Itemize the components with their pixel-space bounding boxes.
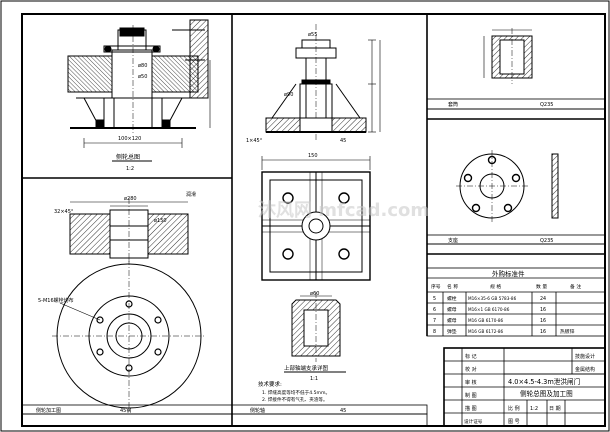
assembly-dim-80: ø80 — [138, 63, 147, 69]
watermark: 沐风网 mfcad.com — [258, 199, 429, 221]
part-row-bush: 套筒 — [448, 101, 458, 108]
detail-dim-60: ø60 — [310, 291, 319, 297]
purchased-parts-cell: M16×35-6 GB 5783-86 — [468, 296, 517, 301]
date-label: 日 期 — [549, 406, 561, 412]
purchased-parts-col-spec: 规 格 — [490, 283, 501, 290]
part-row-shaft-material: 45 — [340, 408, 346, 414]
purchased-parts-col-name: 名 称 — [447, 283, 458, 290]
purchased-parts-header: 外购标准件 — [492, 269, 525, 278]
purchased-parts-rows: 5 螺栓 M16×35-6 GB 5783-86 24 6 螺母 M16×1 GB 6170… — [433, 295, 575, 335]
purchased-parts-cell: 16 — [540, 329, 546, 335]
title-left-5: 描 图 — [465, 405, 477, 412]
purchased-parts-cell: 热镀锌 — [560, 328, 575, 335]
purchased-parts-cell: 螺栓 — [447, 295, 457, 302]
tech-requirement-2: 2. 焊接件不得有气孔、夹渣等。 — [262, 396, 328, 403]
title-right-1: 技施设计 — [575, 353, 595, 360]
part-row-wheel-material: 45钢 — [120, 407, 131, 414]
purchased-parts-cell: 24 — [540, 296, 546, 302]
part-row-bush-material: Q235 — [540, 102, 553, 108]
purchased-parts-col-no: 序号 — [431, 283, 441, 290]
purchased-parts-header-row: 序号 名 称 规 格 数 量 备 注 — [431, 283, 581, 290]
part-row-support-material: Q235 — [540, 238, 553, 244]
wheel-dim-150: ø150 — [154, 218, 167, 224]
assembly-dim-50: ø50 — [138, 74, 147, 80]
wheel-dim-280: ø280 — [124, 196, 137, 202]
wheel-bolt-holes — [96, 300, 162, 372]
shaft-support-view — [265, 24, 381, 142]
title-right-2: 金属结构 — [575, 366, 595, 373]
purchased-parts-cell: 16 — [540, 307, 546, 313]
tech-requirement-1: 1. 焊缝高度等均不低于4.5mm。 — [262, 389, 330, 396]
purchased-parts-cell: 5 — [433, 296, 436, 302]
part-row-shaft: 侧轮轴 — [250, 407, 265, 414]
purchased-parts-cell: M16 GB 6170-86 — [468, 318, 504, 323]
drawing-title-line-1: 4.0×4.5-4.3m泄洪闸门 — [508, 377, 580, 386]
purchased-parts-cell: 螺母 — [447, 317, 457, 324]
base-plate-dim-150: 150 — [308, 153, 318, 159]
purchased-parts-cell: 6 — [433, 307, 436, 313]
detail-scale: 1:1 — [310, 376, 318, 382]
title-left-1: 标 记 — [465, 353, 477, 360]
wheel-dim-chamfer: 32×45° — [54, 209, 74, 215]
wheel-hole-leader — [59, 302, 101, 321]
title-left-6: 设计证号 — [464, 418, 483, 425]
base-plate-view — [261, 156, 371, 281]
detail-title: 上部轴端支承详图 — [284, 364, 329, 372]
shaft-dim-90: ø90 — [284, 92, 293, 98]
part-row-wheel: 侧轮加工图 — [36, 407, 61, 414]
purchased-parts-col-note: 备 注 — [570, 283, 581, 290]
drawing-no-label: 图 号 — [508, 419, 520, 425]
part-row-support: 支座 — [448, 237, 458, 244]
purchased-parts-cell: M16×1 GB 6170-86 — [468, 307, 510, 312]
bush-view — [483, 28, 533, 84]
assembly-view — [67, 19, 211, 148]
washer-view — [456, 150, 559, 222]
purchased-parts-cell: 8 — [433, 329, 436, 335]
upper-end-detail — [291, 292, 341, 362]
scale-value: 1:2 — [530, 406, 538, 412]
wheel-hole-note: 5-M16螺栓均布 — [38, 297, 74, 304]
assembly-dim-width: 100×120 — [118, 136, 141, 142]
purchased-parts-cell: 螺母 — [447, 306, 457, 313]
wheel-lubricate: 润滑 — [186, 191, 196, 198]
purchased-parts-cell: 7 — [433, 318, 436, 324]
scale-label: 比 例 — [508, 405, 520, 412]
assembly-scale: 1:2 — [126, 166, 134, 172]
title-left-2: 校 对 — [465, 366, 477, 373]
purchased-parts-cell: 16 — [540, 318, 546, 324]
purchased-parts-table — [426, 267, 606, 337]
title-left-4: 制 图 — [465, 392, 477, 399]
purchased-parts-cell: M16 GB 6172-86 — [468, 329, 504, 334]
shaft-dim-55: ø55 — [308, 32, 317, 38]
purchased-parts-cell: 弹垫 — [447, 328, 457, 335]
wheel-view — [52, 198, 206, 413]
tech-requirements-title: 技术要求: — [258, 380, 282, 388]
purchased-parts-col-qty: 数 量 — [536, 283, 547, 290]
shaft-material: 45 — [340, 138, 346, 144]
drawing-title-line-2: 侧轮总图及加工图 — [520, 389, 573, 398]
shaft-dim-chamfer: 1×45° — [246, 138, 263, 144]
part-row-strips — [21, 98, 606, 427]
title-left-3: 审 核 — [465, 379, 477, 386]
assembly-view-title: 侧轮总图 — [116, 153, 140, 161]
main-title-block — [443, 347, 606, 427]
